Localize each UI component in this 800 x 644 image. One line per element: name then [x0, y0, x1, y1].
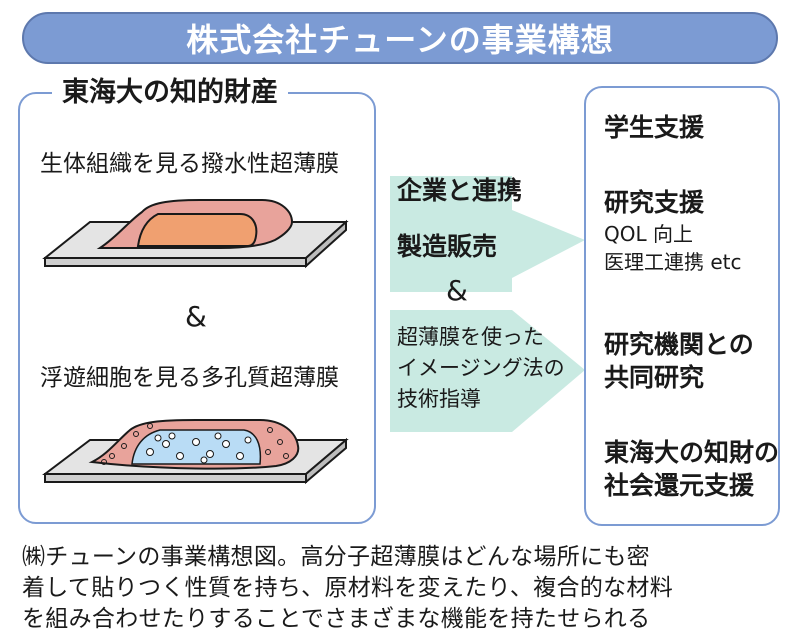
outcomes-panel [584, 86, 780, 526]
caption-line: を組み合わせたりすることでさまざまな機能を持たせられる [22, 606, 651, 632]
glass-slide-edge [44, 257, 307, 267]
ip-return-line1: 東海大の知財の [604, 438, 780, 467]
glass-slide-edge-2 [44, 473, 307, 483]
left-ampersand: & [185, 300, 207, 333]
caption-line: ㈱チューンの事業構想図。高分子超薄膜はどんな場所にも密 [22, 544, 650, 570]
qol-improvement: QOL 向上 [604, 222, 693, 246]
glass-slide-side-2 [305, 437, 347, 485]
porous-film-label: 浮遊細胞を見る多孔質超薄膜 [40, 365, 339, 391]
technical-guidance-line2: イメージング法の [397, 356, 565, 380]
cell-dots [146, 432, 252, 464]
figure-caption: ㈱チューンの事業構想図。高分子超薄膜はどんな場所にも密 着して貼りつく性質を持ち… [22, 542, 782, 635]
manufacturing-sales: 製造販売 [397, 232, 498, 261]
technical-guidance-line3: 技術指導 [397, 387, 481, 411]
lower-arrow [390, 310, 585, 432]
porous-film-illustration [42, 419, 349, 485]
upper-arrow [390, 176, 585, 292]
middle-ampersand: & [446, 274, 468, 307]
floating-cells [131, 429, 262, 465]
banner-title: 株式会社チューンの事業構想 [186, 21, 614, 59]
left-panel-title: 東海大の知的財産 [52, 78, 288, 108]
caption-line: 着して貼りつく性質を持ち、原材料を変えたり、複合的な材料 [22, 575, 674, 601]
partner-with-companies: 企業と連携 [397, 176, 523, 205]
hydrophobic-film-illustration [42, 199, 349, 269]
joint-research-line2: 共同研究 [604, 363, 705, 392]
student-support: 学生支援 [604, 113, 705, 142]
joint-research-line1: 研究機関との [604, 330, 754, 359]
film-pores [101, 423, 289, 465]
hydrophobic-film-label: 生体組織を見る撥水性超薄膜 [40, 151, 339, 177]
glass-slide-side [305, 219, 347, 269]
research-support: 研究支援 [604, 188, 705, 217]
medical-science-engineering: 医理工連携 etc [604, 250, 742, 274]
title-banner: 株式会社チューンの事業構想 [22, 12, 778, 64]
ip-return-line2: 社会還元支援 [604, 471, 755, 500]
technical-guidance-line1: 超薄膜を使った [397, 325, 544, 349]
tissue-section [136, 213, 258, 247]
